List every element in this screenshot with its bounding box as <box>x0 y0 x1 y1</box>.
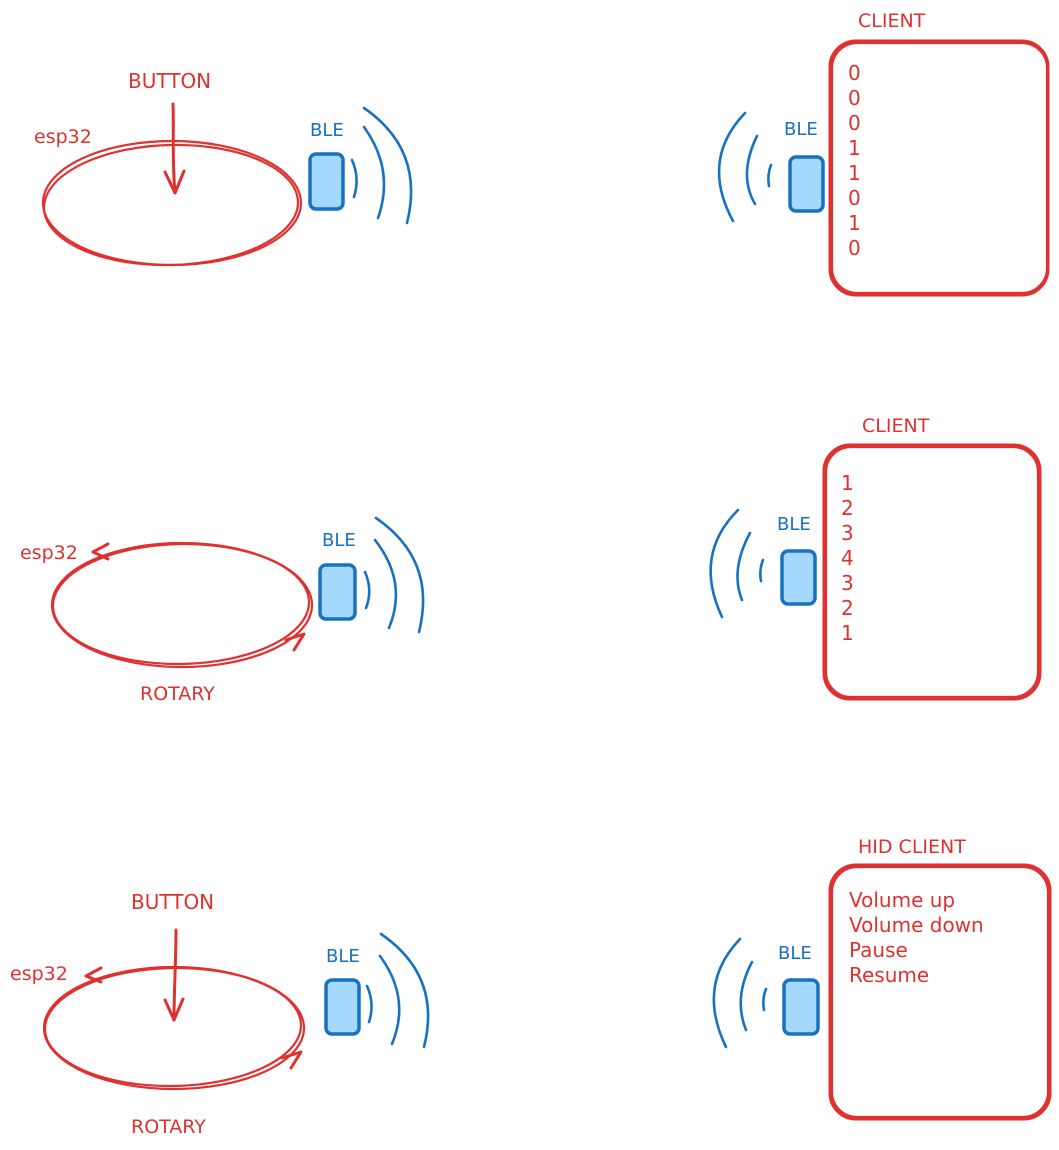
esp32-ble-module <box>308 152 345 211</box>
esp32-ble-module <box>324 978 361 1036</box>
rotary-label: ROTARY <box>131 1116 206 1138</box>
client-output-line: 0 <box>848 186 861 210</box>
client-output-line: 2 <box>841 596 854 620</box>
esp32-board-sketch <box>42 143 300 267</box>
client-output-line: 4 <box>841 546 854 570</box>
esp32-label: esp32 <box>10 963 68 985</box>
esp32-ble-label: BLE <box>310 120 344 141</box>
client-box-sketch <box>824 445 1040 699</box>
esp32-signal-wave-3 <box>362 106 413 225</box>
client-signal-wave-1 <box>767 163 773 188</box>
client-signal-wave-2 <box>745 134 759 206</box>
client-box <box>828 39 1050 297</box>
client-output-list: 1 2 3 4 3 2 1 <box>841 471 854 645</box>
client-signal-wave-2 <box>739 960 754 1032</box>
esp32-label: esp32 <box>34 126 92 148</box>
client-box <box>828 863 1052 1121</box>
client-ble-label: BLE <box>778 943 812 964</box>
esp32-ble-module <box>318 563 357 621</box>
button-press-arrow <box>172 928 178 1022</box>
client-output-line: 1 <box>848 161 861 185</box>
client-output-line: 1 <box>841 621 854 645</box>
esp32-board-sketch <box>43 966 303 1088</box>
esp32-signal-wave-1 <box>350 158 358 199</box>
client-box <box>822 443 1042 701</box>
client-output-line: 0 <box>848 86 861 110</box>
esp32-signal-wave-2 <box>378 954 401 1046</box>
client-output-line: 0 <box>848 61 861 85</box>
client-ble-label: BLE <box>777 514 811 535</box>
client-signal-wave-3 <box>712 937 742 1049</box>
esp32-signal-wave-1 <box>363 570 371 610</box>
client-output-line: 1 <box>841 471 854 495</box>
client-ble-label: BLE <box>784 119 818 140</box>
client-ble-module <box>780 549 817 606</box>
client-output-line: 3 <box>841 571 854 595</box>
client-title: HID CLIENT <box>858 836 966 858</box>
diagram-hid: esp32 BUTTON ROTARY BLE HID CLIENT BLE V… <box>10 836 1052 1138</box>
button-label: BUTTON <box>128 69 211 93</box>
rotary-arrowhead-right <box>284 632 306 652</box>
client-signal-wave-3 <box>717 111 747 223</box>
esp32-ble-label: BLE <box>326 946 360 967</box>
diagram-button: esp32 BUTTON BLE CLIENT BLE 0 0 0 1 1 0 … <box>34 10 1050 297</box>
esp32-signal-wave-1 <box>365 984 373 1024</box>
hid-command-list: Volume up Volume down Pause Resume <box>849 888 984 987</box>
client-title: CLIENT <box>858 10 926 32</box>
hid-command: Volume up <box>849 888 955 912</box>
hid-command: Pause <box>849 938 908 962</box>
client-ble-module <box>782 978 820 1036</box>
esp32-signal-wave-3 <box>379 932 430 1049</box>
client-box-sketch <box>830 41 1049 295</box>
rotary-arrowhead-left <box>84 966 103 984</box>
client-signal-wave-2 <box>736 531 752 602</box>
rotary-label: ROTARY <box>140 683 215 705</box>
button-press-arrowhead <box>163 997 185 1022</box>
client-output-line: 2 <box>841 496 854 520</box>
client-output-line: 0 <box>848 111 861 135</box>
client-output-list: 0 0 0 1 1 0 1 0 <box>848 61 861 260</box>
client-box-sketch <box>830 865 1050 1119</box>
esp32-ble-label: BLE <box>322 530 356 551</box>
client-signal-wave-1 <box>759 558 765 583</box>
hid-command: Resume <box>849 963 929 987</box>
client-ble-module <box>788 155 825 213</box>
client-signal-wave-1 <box>762 987 768 1012</box>
client-signal-wave-3 <box>709 508 740 619</box>
button-press-arrowhead <box>163 169 186 195</box>
esp32-signal-wave-2 <box>362 125 386 220</box>
esp32-signal-wave-3 <box>374 516 425 634</box>
esp32-board-sketch <box>51 542 311 666</box>
client-output-line: 1 <box>848 211 861 235</box>
rotary-arrowhead-right <box>280 1050 303 1070</box>
esp32-label: esp32 <box>20 542 78 564</box>
hid-command: Volume down <box>849 913 984 937</box>
button-press-arrow <box>171 102 177 195</box>
client-output-line: 3 <box>841 521 854 545</box>
client-title: CLIENT <box>862 415 930 437</box>
button-label: BUTTON <box>131 890 214 914</box>
client-output-line: 1 <box>848 136 861 160</box>
rotary-arrowhead-left <box>91 542 110 561</box>
esp32-signal-wave-2 <box>373 538 398 630</box>
client-output-line: 0 <box>848 236 861 260</box>
diagram-rotary: esp32 ROTARY BLE CLIENT BLE 1 2 3 4 3 2 … <box>20 415 1042 705</box>
